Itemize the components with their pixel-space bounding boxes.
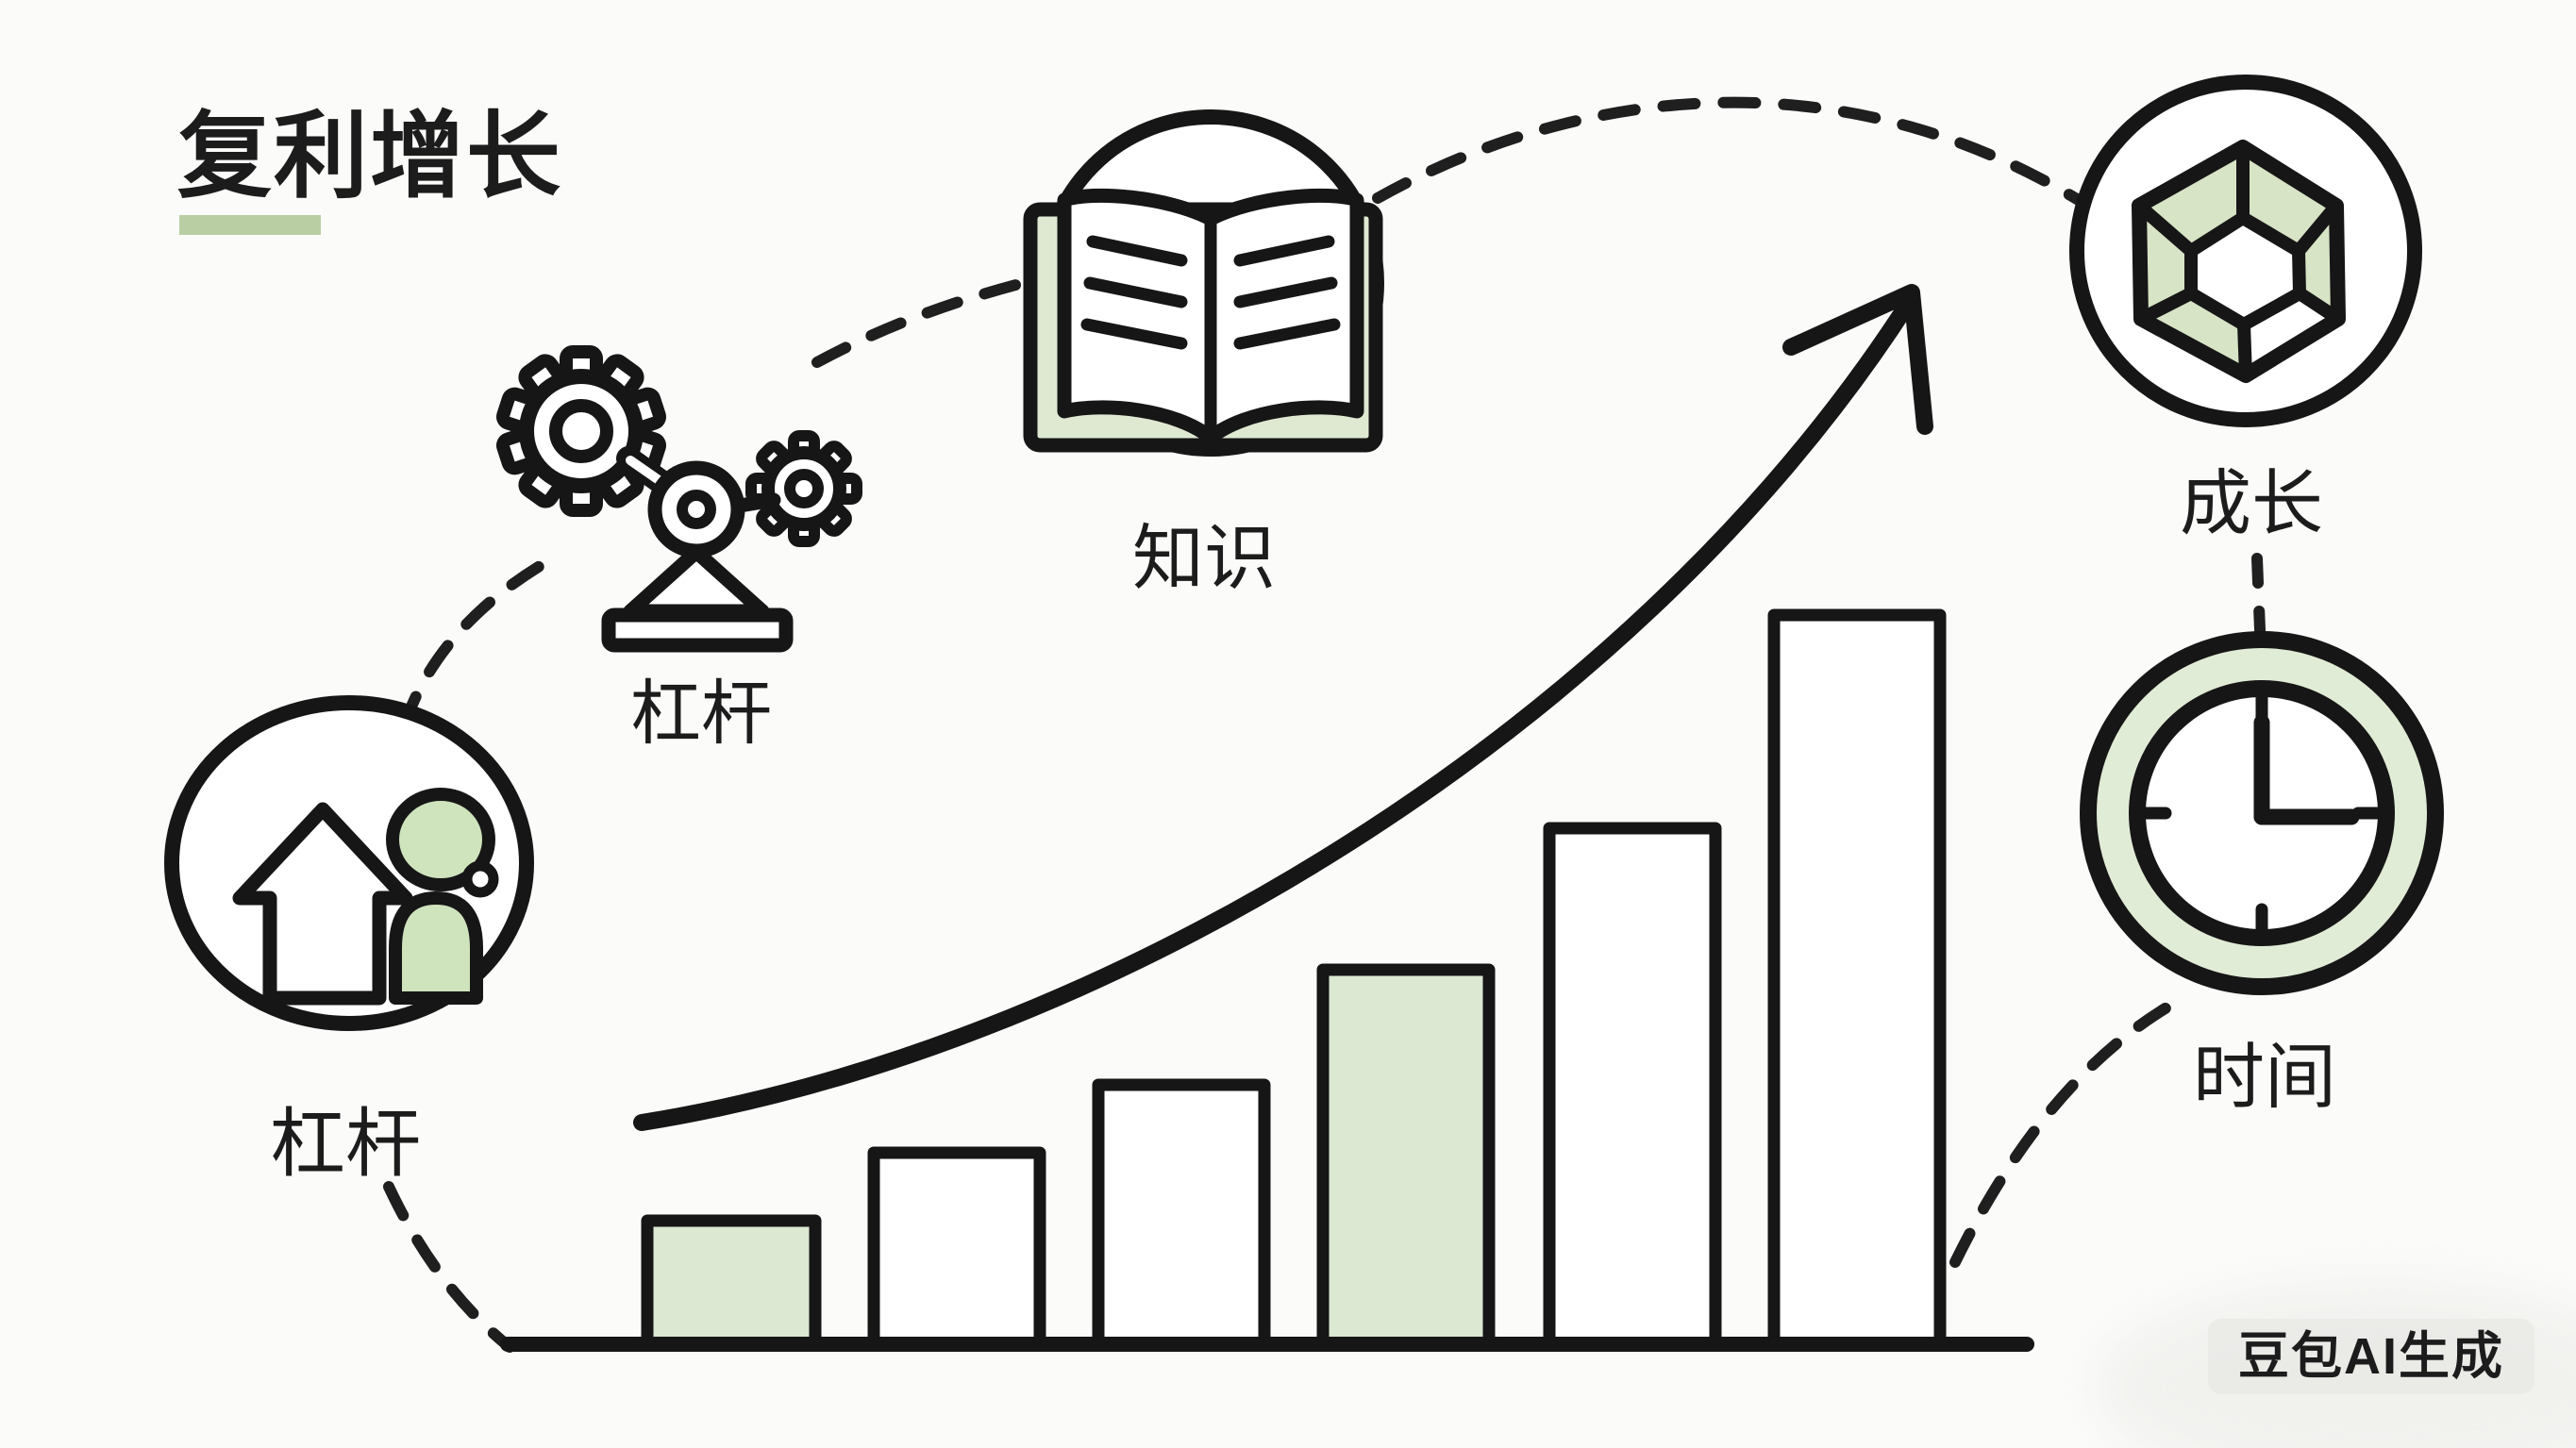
bar-1 xyxy=(641,1214,822,1352)
gem-icon xyxy=(2132,140,2346,383)
growth-node: 成长 xyxy=(2069,75,2422,544)
connector-gem-to-clock-dashed xyxy=(2251,553,2266,636)
connector-book-to-gem-dashed xyxy=(1372,96,2087,208)
bar-2 xyxy=(867,1146,1046,1352)
person-hand xyxy=(461,860,499,898)
leverage-home-label: 杠杆 xyxy=(270,1102,421,1186)
leverage-machine-label: 杠杆 xyxy=(630,674,772,753)
connector-home-to-axis-dashed xyxy=(383,1181,515,1353)
growth-label: 成长 xyxy=(2180,464,2323,544)
knowledge-label: 知识 xyxy=(1132,519,1276,599)
growth-curve xyxy=(633,295,1916,1131)
title-underline xyxy=(179,215,321,235)
clock-icon xyxy=(2080,631,2444,995)
knowledge-node: 知识 xyxy=(1023,109,1384,599)
watermark-text: 豆包AI生成 xyxy=(2238,1328,2504,1385)
time-label: 时间 xyxy=(2193,1038,2336,1118)
bar-5 xyxy=(1543,822,1722,1352)
leverage-home-node: 杠杆 xyxy=(164,695,534,1186)
page-title: 复利增长 xyxy=(177,104,562,209)
open-book-icon xyxy=(1023,188,1383,453)
bar-3 xyxy=(1092,1078,1271,1352)
gears-fulcrum-icon xyxy=(495,345,862,653)
watermark-background xyxy=(2208,1319,2534,1394)
time-node: 时间 xyxy=(2080,631,2444,1118)
growth-arrowhead-icon xyxy=(1782,284,1933,435)
leverage-machine-node: 杠杆 xyxy=(495,345,862,753)
connector-gears-to-book-dashed xyxy=(811,277,1029,368)
connector-axis-to-clock-dashed xyxy=(1949,998,2179,1268)
person-head xyxy=(386,788,495,891)
bar-6 xyxy=(1767,608,1947,1352)
house-arrow-icon xyxy=(232,802,413,1006)
growth-curve-group xyxy=(633,284,1933,1131)
dashed-connectors xyxy=(383,96,2266,1353)
person-body xyxy=(389,891,483,1005)
bar-chart xyxy=(500,608,2034,1352)
watermark: 豆包AI生成 xyxy=(2208,1319,2534,1394)
bar-4 xyxy=(1316,963,1496,1352)
house-person-icon xyxy=(232,788,499,1006)
connector-home-to-gears-dashed xyxy=(398,560,545,732)
